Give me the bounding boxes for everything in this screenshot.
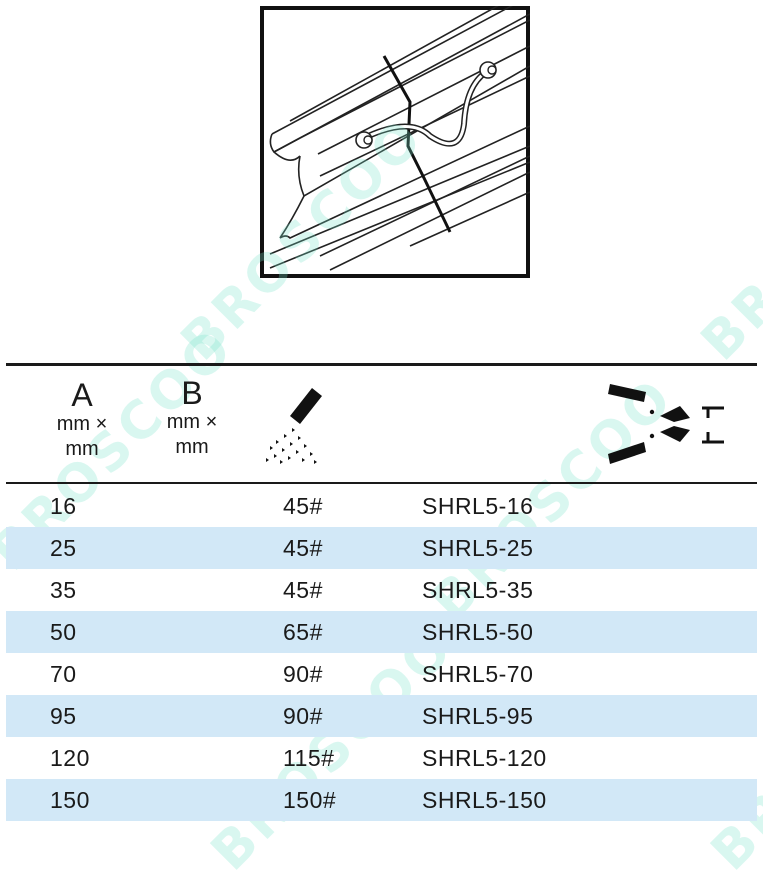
column-header-a-unit: mm × bbox=[56, 413, 108, 435]
grit-value: 45# bbox=[283, 493, 323, 519]
size-a-value: 35 bbox=[50, 577, 77, 603]
model-code: SHRL5-25 bbox=[422, 535, 534, 561]
size-a-value: 120 bbox=[50, 745, 90, 771]
table-row: 35 45# SHRL5-35 bbox=[6, 569, 757, 611]
size-a-value: 70 bbox=[50, 661, 77, 687]
table-row: 16 45# SHRL5-16 bbox=[6, 485, 757, 527]
grit-value: 45# bbox=[283, 535, 323, 561]
column-header-a-unit: mm bbox=[65, 438, 99, 460]
column-header-b-unit: mm × bbox=[166, 411, 218, 433]
crimping-tool-icon bbox=[608, 384, 724, 464]
grit-value: 45# bbox=[283, 577, 323, 603]
model-code: SHRL5-50 bbox=[422, 619, 534, 645]
model-code: SHRL5-16 bbox=[422, 493, 534, 519]
table-row: 120 115# SHRL5-120 bbox=[6, 737, 757, 779]
table-row: 95 90# SHRL5-95 bbox=[6, 695, 757, 737]
column-header-a: A mm × mm bbox=[40, 378, 124, 462]
size-a-value: 95 bbox=[50, 703, 77, 729]
grit-value: 150# bbox=[283, 787, 337, 813]
table-row: 150 150# SHRL5-150 bbox=[6, 779, 757, 821]
column-header-b-letter: B bbox=[181, 375, 203, 411]
table-top-rule bbox=[6, 363, 757, 366]
table-header-rule bbox=[6, 482, 757, 484]
model-code: SHRL5-150 bbox=[422, 787, 547, 813]
column-header-b-unit: mm bbox=[175, 436, 209, 458]
table-row: 70 90# SHRL5-70 bbox=[6, 653, 757, 695]
grit-value: 65# bbox=[283, 619, 323, 645]
model-code: SHRL5-120 bbox=[422, 745, 547, 771]
model-code: SHRL5-35 bbox=[422, 577, 534, 603]
size-a-value: 50 bbox=[50, 619, 77, 645]
abrasive-grit-icon bbox=[266, 388, 322, 464]
size-a-value: 150 bbox=[50, 787, 90, 813]
rail-bond-illustration bbox=[260, 6, 530, 278]
size-a-value: 16 bbox=[50, 493, 77, 519]
table-row: 25 45# SHRL5-25 bbox=[6, 527, 757, 569]
grit-value: 90# bbox=[283, 703, 323, 729]
model-code: SHRL5-70 bbox=[422, 661, 534, 687]
grit-value: 90# bbox=[283, 661, 323, 687]
watermark: BROSCOO bbox=[690, 106, 763, 373]
column-header-b: B mm × mm bbox=[150, 376, 234, 460]
size-a-value: 25 bbox=[50, 535, 77, 561]
column-header-a-letter: A bbox=[71, 377, 93, 413]
model-code: SHRL5-95 bbox=[422, 703, 534, 729]
grit-value: 115# bbox=[283, 745, 335, 771]
table-row: 50 65# SHRL5-50 bbox=[6, 611, 757, 653]
